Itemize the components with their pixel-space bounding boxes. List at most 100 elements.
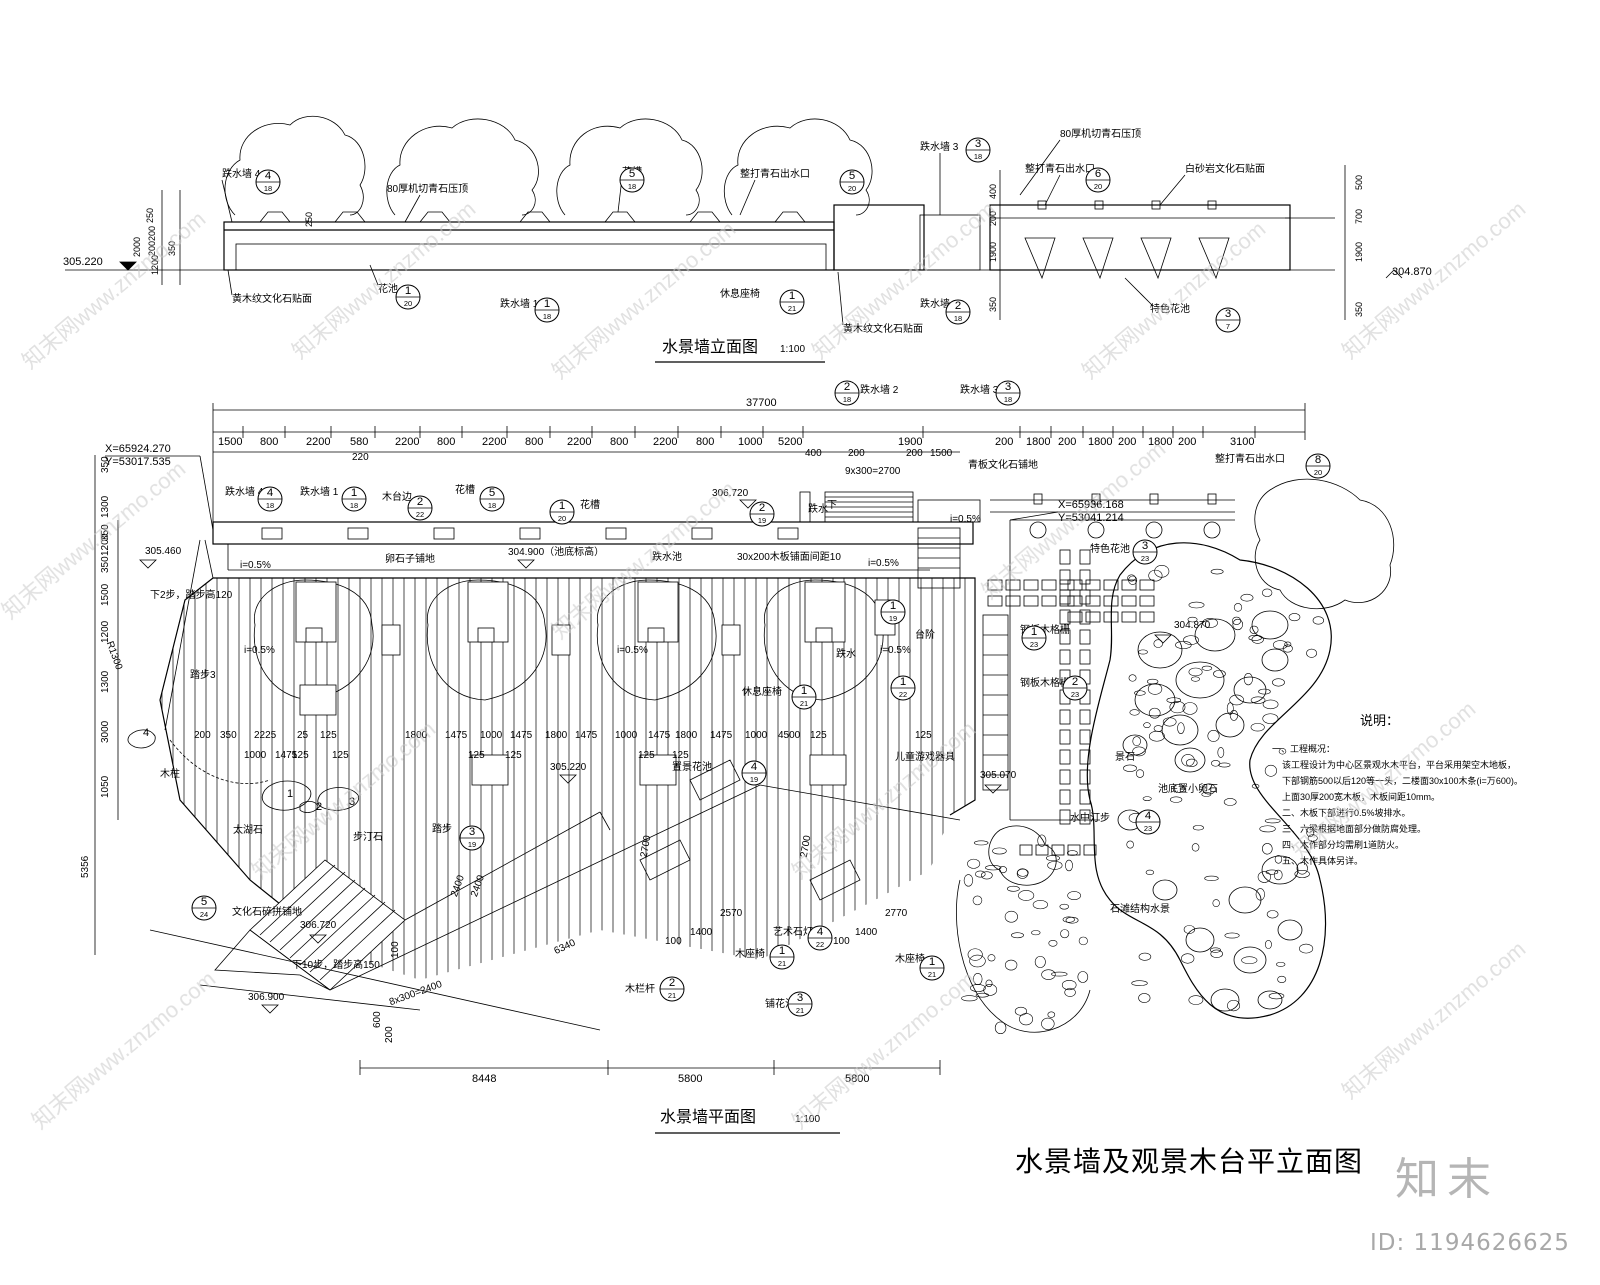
ref-sheet: 22 [416,510,424,519]
plan-inner-dim: 1475 [445,730,468,741]
plan-label: 花槽 [455,483,475,496]
elev-dim: 350 [167,241,177,256]
plan-left-dim: 1200 [100,620,111,643]
paver-grid [987,549,1155,856]
plan-inner-dim: 125 [638,750,655,761]
ref-sheet: 23 [1071,690,1079,699]
plan-label: 花槽 [580,498,600,511]
ref-number: 1 [405,285,411,297]
plan-label: 铺花池 [765,997,795,1010]
note-line: 四、木作部分均需刷1道防火。 [1282,839,1404,850]
elev-label: 跌水墙 3 [920,140,959,153]
plan-label: 池底置小卵石 [1158,782,1218,795]
plan-top-dim: 800 [610,436,628,448]
ref-number: 1 [801,685,807,697]
elev-label: 整打青石出水口 [740,167,810,180]
elevation-title: 水景墙立面图 [662,338,758,356]
plan-top-dim: 200 [1058,436,1076,448]
plan-level: 306.720 [712,488,749,499]
ref-number: 3 [469,826,475,838]
detail-ref-bubble: 119 [880,599,906,625]
slope: i=0.5% [240,560,271,571]
slope: i=0.5% [868,558,899,569]
plan-top-dim: 800 [260,436,278,448]
detail-ref-bubble: 321 [787,991,813,1017]
plan-top-dim: 2200 [482,436,506,448]
elev-label: 跌水墙 4 [222,167,261,180]
ref-number: 4 [1145,810,1151,822]
detail-ref-bubble: 518 [479,486,505,512]
detail-ref-bubble: 422 [807,925,833,951]
plan-label: 30x200木板铺面间距10 [737,550,841,563]
plan-label: 木栏杆 [625,982,655,995]
ref-number: 5 [201,896,207,908]
coord-y1: Y=53017.535 [105,456,171,468]
ref-sheet: 20 [1094,182,1102,191]
detail-ref-bubble: 223 [1062,675,1088,701]
watermark-tile: 知末网www.znzmo.com [787,966,980,1134]
elev-label: 特色花池 [1150,302,1190,315]
ref-number: 2 [759,502,765,514]
plan-inner-dim: 1000 [615,730,638,741]
detail-ref-bubble: 419 [741,760,767,786]
ref-number: 1 [351,487,357,499]
ref-number: 5 [629,168,635,180]
coord-x1: X=65924.270 [105,443,171,455]
plan-label: 木台边 [382,490,412,503]
shrub-outlines [955,478,1394,1033]
plan-level: 305.220 [550,762,587,773]
ref-number: 3 [1225,308,1231,320]
elev-dim: 250 [304,212,314,227]
plan-label: 景石 [1115,751,1135,763]
detail-ref-bubble: 121 [791,684,817,710]
detail-ref-bubble: 221 [659,976,685,1002]
plan-inner-dim: 1475 [510,730,533,741]
ref-number: 2 [1072,676,1078,688]
ref-number: 6 [1095,168,1101,180]
stone-number: 1 [287,788,293,800]
plan-left-dim: 350 [100,556,111,573]
detail-ref-bubble: 323 [1132,539,1158,565]
elev-label: 跌水墙 1 [500,297,539,310]
detail-ref-bubble: 122 [890,675,916,701]
detail-ref-bubble: 37 [1215,307,1241,333]
detail-ref-bubble: 120 [549,499,575,525]
watermark-tile: 知末网www.znzmo.com [787,716,980,884]
ref-number: 3 [975,138,981,150]
plan-inner-dim: 200 [194,730,211,741]
plan-labels: 跌水墙 2 跌水墙 3 整打青石出水口 跌水墙 4 跌水墙 1 木台边 花槽 花… [104,383,1285,1010]
drawing-title: 水景墙及观景木台平立面图 [1015,1145,1364,1178]
ref-sheet: 18 [543,312,551,321]
plan-dim: 600 [372,1011,383,1028]
ref-number: 8 [1315,454,1321,466]
plan-dim: 2570 [720,908,743,919]
ref-number: 4 [751,761,757,773]
detail-ref-bubble: 219 [749,501,775,527]
plan-top-dim: 1800 [1148,436,1172,448]
ref-number: 1 [929,956,935,968]
elev-label: 白砂岩文化石贴面 [1185,162,1265,175]
plan-title: 水景墙平面图 [660,1108,756,1126]
detail-ref-bubble: 418 [255,169,281,195]
watermark-tile: 知末网www.znzmo.com [1337,936,1530,1104]
ref-sheet: 19 [750,775,758,784]
plan-level: 304.900（池底标高） [508,545,604,558]
elev-dim: 2000 [132,237,142,257]
plan-inner-dim: 1000 [480,730,503,741]
plan-dim: 100 [390,941,401,958]
detail-ref-bubble: 518 [619,167,645,193]
plan-label: 置景花池 [672,760,712,773]
plan-inner-dim: 125 [468,750,485,761]
plan-left-dim: 1300 [100,670,111,693]
plan-sub-dim: 9x300=2700 [845,466,901,477]
pond-small-pebbles [961,565,1324,1035]
detail-ref-bubble: 820 [1305,453,1331,479]
watermark-tile: 知末网www.znzmo.com [17,206,210,374]
plan-inner-dim: 125 [915,730,932,741]
plan-label: 跌水 [836,647,856,660]
watermark-brand: 知末 [1395,1154,1499,1205]
elev-dim: 350 [1354,302,1364,317]
plan-left-dim: 350 [100,524,111,541]
